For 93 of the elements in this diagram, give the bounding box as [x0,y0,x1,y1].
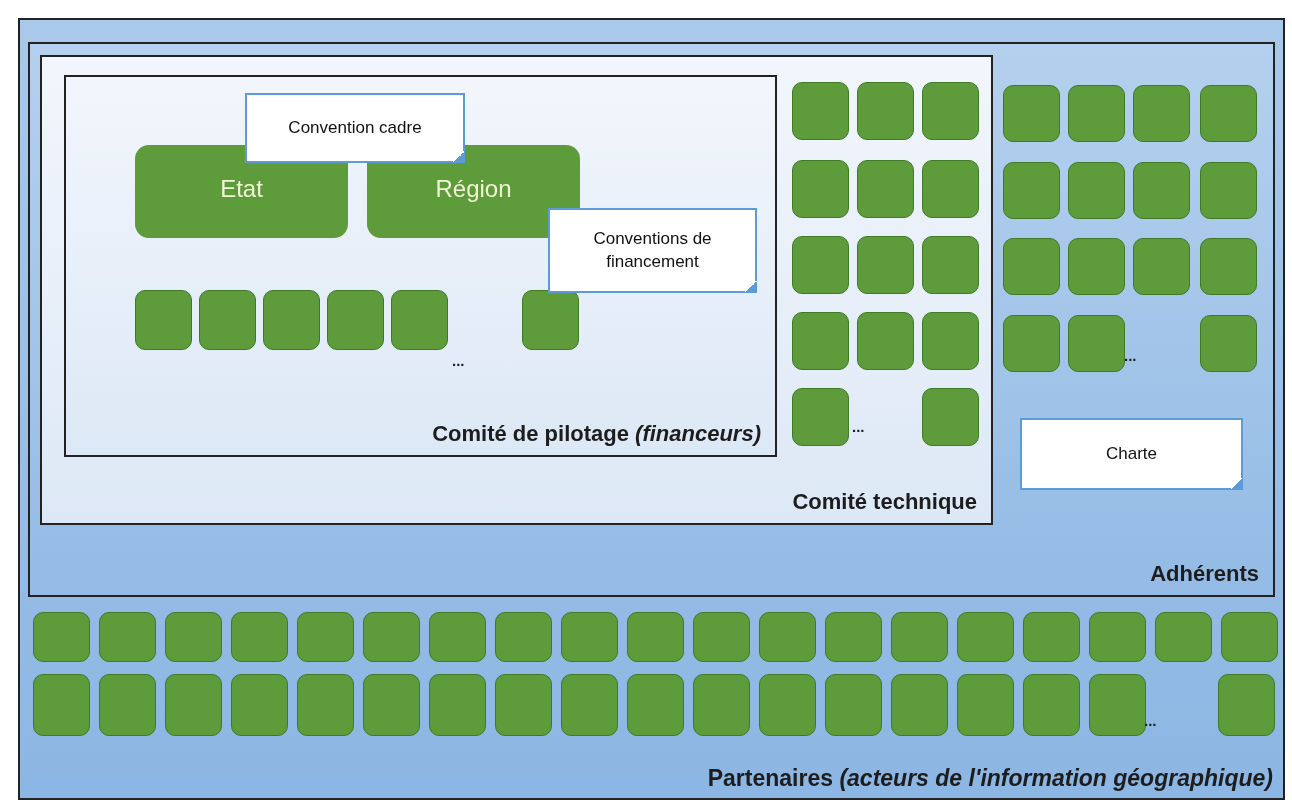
member-box [857,82,914,140]
member-box [165,612,222,662]
member-box [1200,162,1257,219]
member-box [957,612,1014,662]
member-box [825,612,882,662]
group-heading: Comité technique [792,489,977,515]
member-box [327,290,384,350]
member-box [1200,315,1257,372]
member-box [135,290,192,350]
member-box [922,388,979,446]
member-box [297,612,354,662]
member-box [231,674,288,736]
member-box [1023,612,1080,662]
member-box [429,674,486,736]
member-box [99,674,156,736]
group-heading: Comité de pilotage (financeurs) [432,421,761,447]
member-box [1003,315,1060,372]
member-box [561,674,618,736]
group-heading: Partenaires (acteurs de l'information géographique) [707,765,1273,792]
member-box [1068,85,1125,142]
member-box [33,612,90,662]
member-box [1221,612,1278,662]
note-text: Conventions de financement [592,227,713,273]
member-box [957,674,1014,736]
member-box [1003,162,1060,219]
member-box [792,160,849,218]
member-box [792,236,849,294]
member-box [1023,674,1080,736]
member-box [1068,162,1125,219]
member-box [99,612,156,662]
member-box [922,82,979,140]
member-box [1218,674,1275,736]
group-panel [28,42,1275,597]
member-box [199,290,256,350]
member-box [857,312,914,370]
member-box [1200,238,1257,295]
member-box [363,674,420,736]
member-box [165,674,222,736]
group-panel [64,75,777,457]
note-card [548,208,757,293]
member-box [891,612,948,662]
member-box [1133,85,1190,142]
member-box [1068,238,1125,295]
member-box [522,290,579,350]
ellipsis-label: ... [452,352,465,369]
ellipsis-label: ... [852,418,865,435]
member-box [1155,612,1212,662]
member-box [759,674,816,736]
member-box [792,82,849,140]
entity-box [135,145,348,238]
member-box [891,674,948,736]
member-box [1089,674,1146,736]
member-box [693,674,750,736]
entity-name: Région [435,175,512,203]
member-box [495,674,552,736]
group-panel [40,55,993,525]
member-box [792,388,849,446]
member-box [1089,612,1146,662]
member-box [263,290,320,350]
note-card [245,93,465,163]
member-box [857,236,914,294]
entity-name: Etat [220,175,263,203]
member-box [363,612,420,662]
ellipsis-label: ... [1124,347,1137,364]
member-box [627,612,684,662]
member-box [857,160,914,218]
note-text: Charte [1106,442,1157,465]
member-box [33,674,90,736]
group-heading: Adhérents [1150,561,1259,587]
member-box [627,674,684,736]
member-box [922,160,979,218]
note-text: Convention cadre [288,116,422,139]
ellipsis-label: ... [1144,712,1157,729]
group-panel [18,18,1285,800]
member-box [759,612,816,662]
member-box [1003,238,1060,295]
member-box [429,612,486,662]
member-box [1003,85,1060,142]
member-box [922,312,979,370]
member-box [1068,315,1125,372]
member-box [922,236,979,294]
member-box [495,612,552,662]
note-card [1020,418,1243,490]
member-box [1200,85,1257,142]
member-box [1133,162,1190,219]
member-box [825,674,882,736]
member-box [561,612,618,662]
member-box [1133,238,1190,295]
member-box [693,612,750,662]
member-box [391,290,448,350]
member-box [231,612,288,662]
member-box [297,674,354,736]
member-box [792,312,849,370]
